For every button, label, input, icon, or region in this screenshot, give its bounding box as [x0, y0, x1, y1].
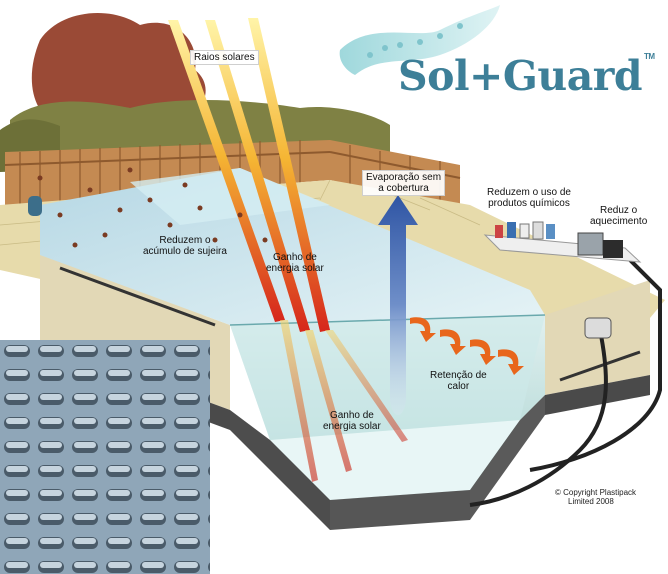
bubble-cover-closeup: [0, 340, 210, 574]
label-solar-gain-bottom: Ganho de energia solar: [323, 410, 381, 432]
label-reduce-heating: Reduz o aquecimento: [590, 205, 648, 227]
equipment-shelf: [483, 221, 642, 263]
label-heat-retention: Retenção de calor: [430, 370, 487, 392]
label-solar-gain-top: Ganho de energia solar: [266, 252, 324, 274]
label-reduce-dirt: Reduzem o acúmulo de sujeira: [143, 235, 227, 257]
heat-retention-arrows: [410, 317, 524, 375]
label-evaporation: Evaporação sem a cobertura: [362, 170, 446, 196]
leaves: [37, 167, 268, 248]
trademark-mark: TM: [644, 52, 655, 61]
label-reduce-chemicals: Reduzem o uso de produtos químicos: [487, 187, 571, 209]
label-sun-rays: Raios solares: [190, 50, 259, 65]
sun-rays: [168, 18, 408, 482]
pool-skimmer: [584, 317, 612, 339]
logo-swirl: [339, 5, 500, 75]
evaporation-arrow: [378, 195, 418, 415]
logo-text: Sol+Guard: [398, 52, 643, 100]
copyright-notice: © Copyright Plastipack Limited 2008: [555, 488, 637, 506]
pool-cover: [28, 168, 545, 325]
bubble-texture: [0, 340, 210, 574]
